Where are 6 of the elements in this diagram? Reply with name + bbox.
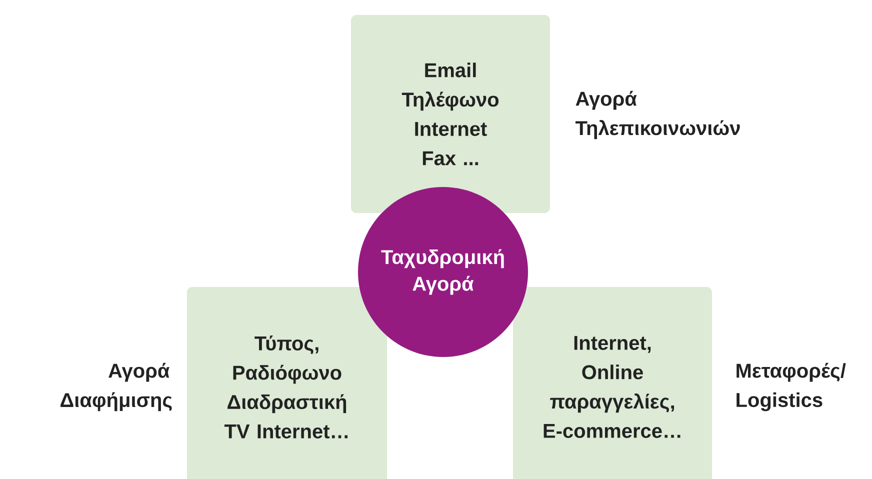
text-box: Internet, Online παραγγελίες, E-commerce… xyxy=(513,287,712,479)
text-box: Τύπος, Ραδιόφωνο Διαδραστική TV Internet… xyxy=(187,287,387,479)
text-box: Email Τηλέφωνο Internet Fax ... xyxy=(351,15,550,213)
market-label: Αγορά Τηλεπικοινωνιών xyxy=(576,90,740,140)
market-label: Αγορά Διαφήμισης xyxy=(60,362,172,412)
market-label: Μεταφορές/ Logistics xyxy=(736,362,846,412)
